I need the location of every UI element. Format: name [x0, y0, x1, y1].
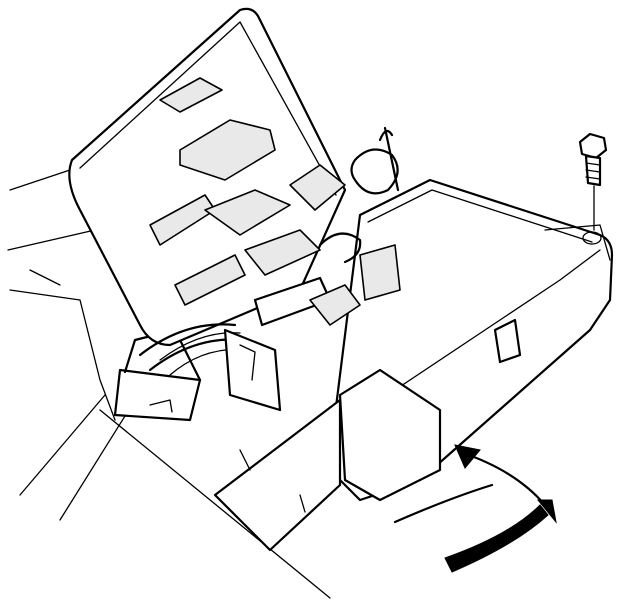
- background-panel: [7, 169, 331, 599]
- fuse-box-tray: [213, 178, 614, 552]
- cover-clips: [149, 77, 346, 306]
- wire-tie: [318, 126, 400, 264]
- connector-plates: [223, 276, 332, 412]
- mounting-bolt: [578, 132, 608, 231]
- rotation-arrow: [393, 444, 557, 573]
